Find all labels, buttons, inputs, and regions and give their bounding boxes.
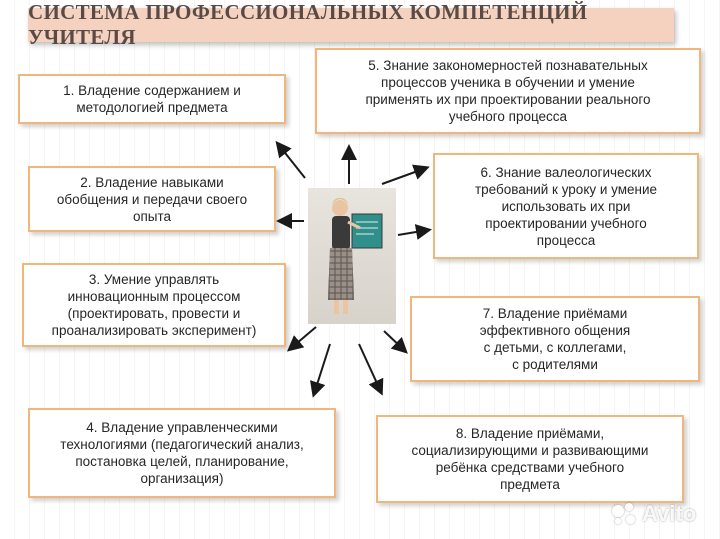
competency-box-4: 4. Владение управленческими технологиями… <box>28 408 336 498</box>
teacher-illustration <box>328 198 383 314</box>
arrow-to-box-4 <box>310 343 331 398</box>
competency-box-5: 5. Знание закономерностей познавательных… <box>315 48 701 134</box>
arrow-to-box-1 <box>275 140 306 179</box>
teacher-photo <box>308 188 396 324</box>
competency-box-8: 8. Владение приёмами, социализирующими и… <box>376 415 684 503</box>
competency-box-1: 1. Владение содержанием и методологией п… <box>18 74 286 124</box>
title-banner: СИСТЕМА ПРОФЕССИОНАЛЬНЫХ КОМПЕТЕНЦИЙ УЧИ… <box>28 0 674 49</box>
watermark-text: Avito <box>642 501 697 526</box>
arrow-to-box-6-top <box>381 164 430 185</box>
arrow-to-box-6 <box>397 224 432 240</box>
page-title: СИСТЕМА ПРОФЕССИОНАЛЬНЫХ КОМПЕТЕНЦИЙ УЧИ… <box>28 0 588 49</box>
competency-box-7: 7. Владение приёмами эффективного общени… <box>410 296 700 382</box>
avito-logo-icon <box>612 503 638 525</box>
competency-box-2: 2. Владение навыками обобщения и передач… <box>28 166 276 232</box>
avito-watermark: Avito <box>612 500 712 528</box>
arrow-to-box-3 <box>286 326 317 352</box>
competency-box-6: 6. Знание валеологических требований к у… <box>433 153 699 259</box>
competency-box-3: 3. Умение управлять инновационным процес… <box>22 263 286 347</box>
arrow-to-box-7 <box>383 330 408 354</box>
arrow-to-box-8 <box>358 343 384 396</box>
